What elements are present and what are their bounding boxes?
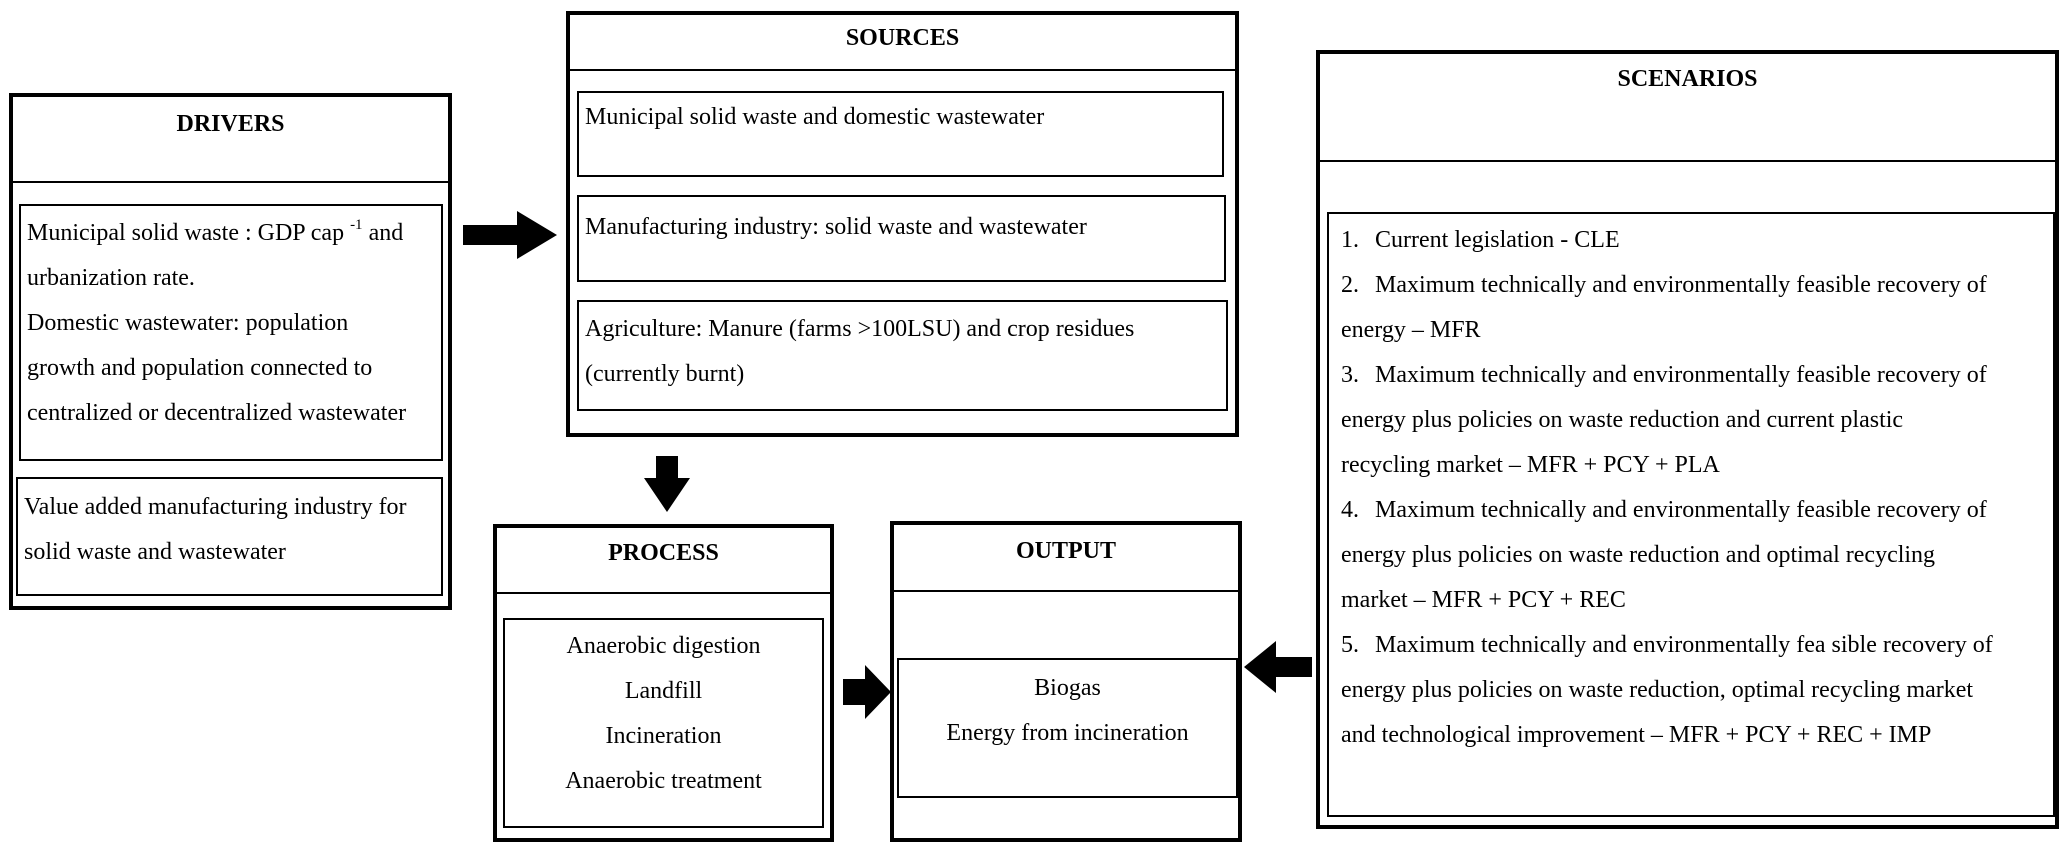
source-item-municipal: Municipal solid waste and domestic waste…	[577, 91, 1224, 177]
process-list: Anaerobic digestion Landfill Incineratio…	[503, 618, 824, 828]
drivers-box2-line-2: solid waste and wastewater	[24, 539, 286, 565]
source-item-manufacturing-text: Manufacturing industry: solid waste and …	[585, 214, 1087, 240]
scenario-line: and technological improvement – MFR + PC…	[1341, 722, 1932, 748]
drivers-line-3: Domestic wastewater: population	[27, 310, 349, 336]
output-item-biogas: Biogas	[1034, 675, 1101, 701]
process-item-incineration: Incineration	[605, 723, 722, 749]
drivers-box-1: Municipal solid waste : GDP cap -1 and u…	[19, 204, 443, 461]
scenario-line: 3.Maximum technically and environmentall…	[1341, 362, 1987, 388]
process-item-anaerobic-digestion: Anaerobic digestion	[566, 633, 761, 659]
process-item-anaerobic-treatment: Anaerobic treatment	[565, 768, 762, 794]
scenario-line: recycling market – MFR + PCY + PLA	[1341, 452, 1720, 478]
drivers-line-1: Municipal solid waste : GDP cap -1 and	[27, 217, 404, 247]
scenario-line: energy – MFR	[1341, 317, 1481, 343]
drivers-title: DRIVERS	[13, 97, 448, 183]
arrow-left-icon	[1244, 641, 1312, 693]
scenario-line: 5.Maximum technically and environmentall…	[1341, 632, 1993, 658]
output-box: OUTPUT Biogas Energy from incineration	[890, 521, 1242, 842]
scenario-line: energy plus policies on waste reduction …	[1341, 542, 1936, 568]
source-item-municipal-text: Municipal solid waste and domestic waste…	[585, 104, 1045, 130]
drivers-line-4: growth and population connected to	[27, 355, 373, 381]
arrow-right-icon	[463, 211, 557, 259]
output-title: OUTPUT	[894, 525, 1238, 592]
drivers-box2-line-1: Value added manufacturing industry for	[24, 494, 407, 520]
process-item-landfill: Landfill	[624, 678, 703, 704]
source-item-manufacturing: Manufacturing industry: solid waste and …	[577, 195, 1226, 282]
source-item-agriculture-line-2: (currently burnt)	[585, 361, 745, 387]
drivers-box: DRIVERS Municipal solid waste : GDP cap …	[9, 93, 452, 610]
sources-box: SOURCES Municipal solid waste and domest…	[566, 11, 1239, 437]
scenarios-title: SCENARIOS	[1320, 54, 2055, 162]
drivers-line-2: urbanization rate.	[27, 265, 195, 291]
output-list: Biogas Energy from incineration	[897, 658, 1238, 798]
output-item-energy: Energy from incineration	[946, 720, 1189, 746]
scenario-line: market – MFR + PCY + REC	[1341, 587, 1626, 613]
scenario-line: 1.Current legislation - CLE	[1341, 227, 1620, 253]
scenario-line: 4.Maximum technically and environmentall…	[1341, 497, 1987, 523]
process-title: PROCESS	[497, 528, 830, 594]
source-item-agriculture: Agriculture: Manure (farms >100LSU) and …	[577, 300, 1228, 411]
scenarios-list: 1.Current legislation - CLE 2.Maximum te…	[1327, 212, 2055, 817]
drivers-line-5: centralized or decentralized wastewater	[27, 400, 407, 426]
scenario-line: 2.Maximum technically and environmentall…	[1341, 272, 1987, 298]
drivers-box-2: Value added manufacturing industry for s…	[16, 477, 443, 596]
source-item-agriculture-line-1: Agriculture: Manure (farms >100LSU) and …	[585, 316, 1135, 342]
scenarios-box: SCENARIOS 1.Current legislation - CLE 2.…	[1316, 50, 2059, 829]
process-box: PROCESS Anaerobic digestion Landfill Inc…	[493, 524, 834, 842]
arrow-right-icon	[843, 665, 891, 719]
scenario-line: energy plus policies on waste reduction …	[1341, 407, 1904, 433]
sources-title: SOURCES	[570, 15, 1235, 71]
arrow-down-icon	[644, 456, 690, 512]
scenario-line: energy plus policies on waste reduction,…	[1341, 677, 1974, 703]
